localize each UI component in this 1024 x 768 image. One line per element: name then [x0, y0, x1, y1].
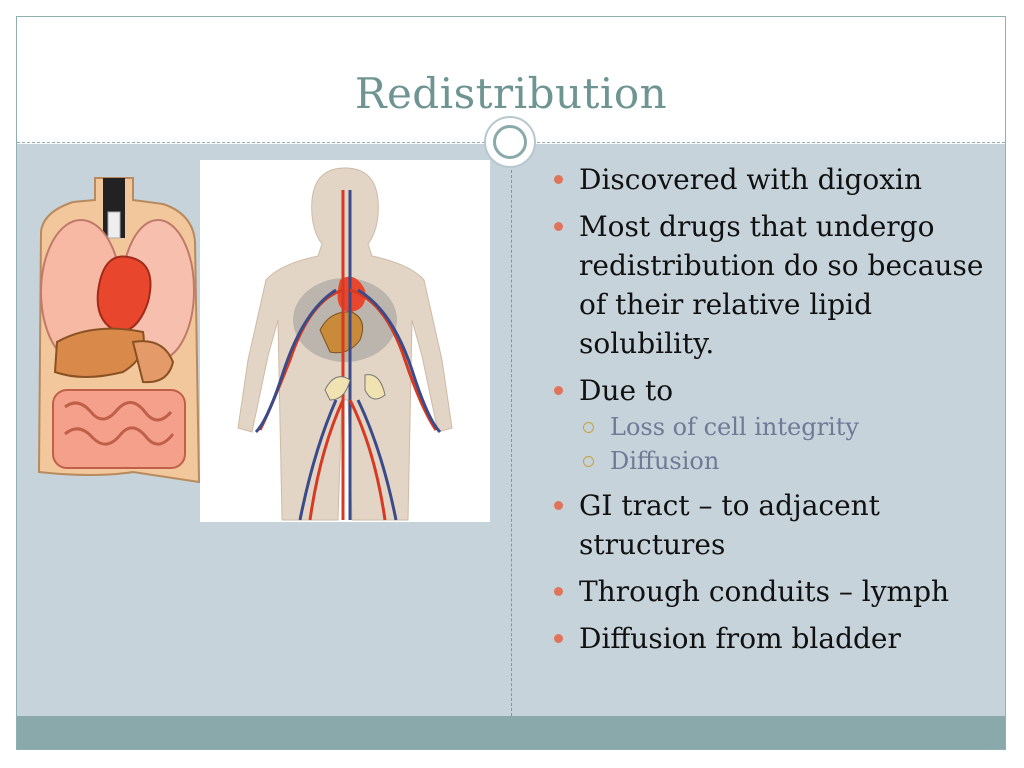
bottom-band [17, 716, 1005, 749]
bullet-item: GI tract – to adjacent structures [552, 486, 992, 564]
bullet-ring-icon [583, 422, 594, 433]
torso-organs-illustration [37, 177, 201, 484]
bullet-dot-icon [554, 222, 563, 231]
slide-title: Redistribution [354, 69, 668, 118]
bullet-dot-icon [554, 501, 563, 510]
bullet-item: Most drugs that undergo redistribution d… [552, 207, 992, 363]
column-divider [511, 170, 512, 716]
circulatory-system-illustration [200, 160, 490, 522]
bullet-dot-icon [554, 587, 563, 596]
bullet-dot-icon [554, 386, 563, 395]
bullet-ring-icon [583, 456, 594, 467]
bullet-list: Discovered with digoxin Most drugs that … [552, 160, 992, 666]
bullet-item: Diffusion from bladder [552, 619, 992, 658]
sub-bullet-item: Diffusion [552, 446, 992, 477]
bullet-dot-icon [554, 634, 563, 643]
sub-bullet-item: Loss of cell integrity [552, 412, 992, 443]
bullet-item: Discovered with digoxin [552, 160, 992, 199]
bullet-item: Through conduits – lymph [552, 572, 992, 611]
bullet-dot-icon [554, 175, 563, 184]
circle-ornament-icon [484, 116, 536, 168]
bullet-item: Due to [552, 371, 992, 410]
